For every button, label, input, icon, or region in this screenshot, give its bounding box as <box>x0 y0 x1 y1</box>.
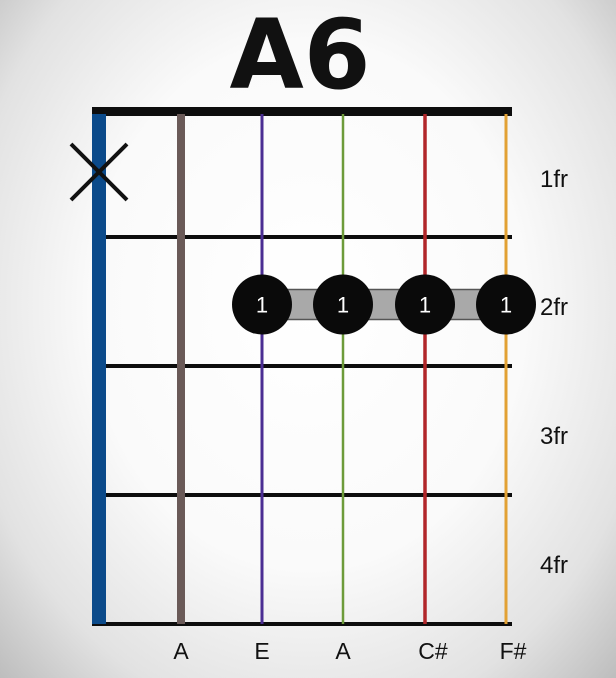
finger-dot <box>395 274 455 335</box>
finger-number: 1 <box>256 293 268 318</box>
strings <box>92 114 508 624</box>
fret-label-4: 4fr <box>540 552 569 579</box>
string-note-6: F# <box>499 638 527 664</box>
string-note-3: E <box>254 638 270 664</box>
finger-dot <box>232 274 292 335</box>
barre-bar <box>261 288 507 321</box>
finger-dot <box>476 274 536 335</box>
fret-label-2: 2fr <box>540 294 569 321</box>
string-note-2: A <box>173 638 189 664</box>
string-note-4: A <box>335 638 351 664</box>
fret-label-3: 3fr <box>540 423 569 450</box>
muted-x-icon <box>69 142 129 202</box>
nut <box>92 107 512 116</box>
finger-number: 1 <box>337 293 349 318</box>
finger-marks: 1 1 1 1 <box>69 142 536 335</box>
finger-number: 1 <box>500 293 512 318</box>
fret-label-1: 1fr <box>540 166 569 193</box>
fretboard-grid <box>92 107 512 626</box>
string-note-5: C# <box>418 638 448 664</box>
finger-dot <box>313 274 373 335</box>
finger-number: 1 <box>419 293 431 318</box>
chord-title: A6 <box>229 0 371 111</box>
